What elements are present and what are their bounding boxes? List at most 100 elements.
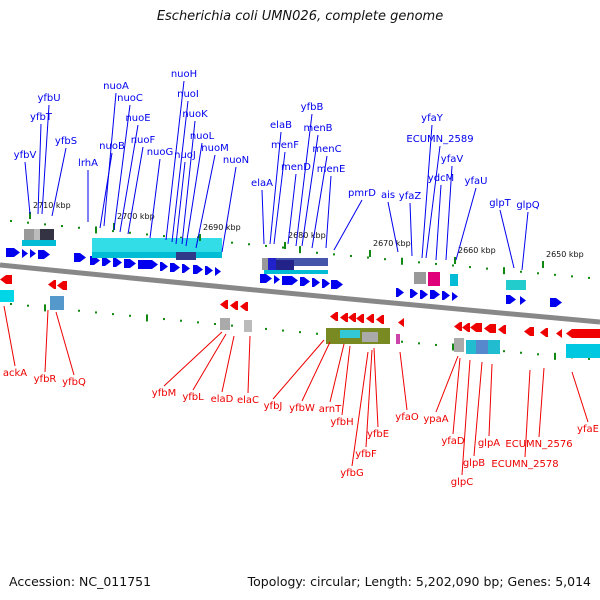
reverse-label-leader bbox=[473, 361, 483, 457]
forward-gene-arrow bbox=[170, 263, 180, 272]
tick-mark bbox=[554, 273, 556, 276]
forward-label-leader bbox=[521, 211, 529, 271]
forward-gene-arrow bbox=[30, 249, 36, 258]
forward-gene-arrow bbox=[322, 279, 330, 288]
forward-gene-label: nuoH bbox=[171, 69, 197, 80]
feature-box bbox=[396, 334, 400, 344]
forward-label-leader bbox=[41, 104, 50, 215]
forward-gene-arrow bbox=[38, 250, 50, 259]
forward-gene-arrow bbox=[205, 266, 213, 275]
forward-gene-arrow bbox=[160, 262, 168, 271]
forward-label-leader bbox=[103, 92, 117, 227]
tick-mark bbox=[571, 275, 573, 278]
forward-label-leader bbox=[221, 166, 237, 253]
tick-mark bbox=[537, 353, 539, 356]
tick-mark bbox=[95, 311, 97, 314]
feature-box bbox=[566, 344, 600, 358]
tick-mark bbox=[316, 332, 318, 335]
forward-gene-label: nuoL bbox=[190, 131, 215, 142]
tick-mark bbox=[129, 314, 131, 317]
reverse-gene-arrow bbox=[566, 329, 600, 338]
forward-gene-label: nuoC bbox=[117, 93, 143, 104]
forward-label-leader bbox=[333, 199, 363, 251]
tick-mark bbox=[452, 264, 454, 267]
reverse-label-leader bbox=[329, 343, 345, 403]
forward-label-leader bbox=[119, 124, 139, 233]
scale-tick bbox=[542, 261, 544, 268]
forward-gene-arrow bbox=[124, 259, 136, 268]
feature-box bbox=[50, 296, 64, 310]
reverse-label-leader bbox=[351, 351, 369, 467]
tick-mark bbox=[180, 319, 182, 322]
feature-box bbox=[92, 238, 222, 252]
scale-label: 2710 kbp bbox=[33, 201, 71, 210]
reverse-label-leader bbox=[461, 359, 471, 476]
reverse-gene-arrow bbox=[556, 329, 562, 338]
reverse-gene-label: yfaE bbox=[577, 424, 599, 435]
tick-mark bbox=[588, 357, 590, 360]
forward-gene-arrow bbox=[90, 256, 100, 265]
forward-gene-arrow bbox=[300, 277, 310, 286]
reverse-gene-label: ypaA bbox=[423, 414, 448, 425]
feature-box bbox=[262, 258, 328, 266]
feature-box bbox=[22, 240, 56, 246]
tick-mark bbox=[27, 221, 29, 224]
feature-box bbox=[176, 252, 196, 260]
tick-mark bbox=[265, 244, 267, 247]
reverse-gene-arrow bbox=[366, 314, 374, 323]
reverse-gene-arrow bbox=[462, 323, 470, 332]
reverse-gene-label: glpB bbox=[463, 458, 485, 469]
map-title: Escherichia coli UMN026, complete genome bbox=[156, 9, 444, 24]
scale-tick bbox=[29, 212, 31, 219]
forward-label-leader bbox=[325, 175, 332, 249]
forward-gene-arrow bbox=[312, 278, 320, 287]
forward-gene-label: nuoA bbox=[103, 81, 129, 92]
reverse-label-leader bbox=[192, 333, 227, 391]
forward-label-leader bbox=[24, 161, 31, 215]
forward-gene-arrow bbox=[282, 276, 298, 285]
tick-mark bbox=[163, 235, 165, 238]
tick-mark bbox=[418, 342, 420, 345]
tick-mark bbox=[520, 351, 522, 354]
reverse-gene-arrow bbox=[484, 324, 496, 333]
tick-mark bbox=[95, 226, 97, 234]
forward-gene-label: yfaZ bbox=[399, 191, 422, 202]
genome-summary: Topology: circular; Length: 5,202,090 bp… bbox=[247, 574, 591, 589]
tick-mark bbox=[265, 327, 267, 330]
scale-label: 2660 kbp bbox=[458, 246, 496, 255]
reverse-gene-label: yfbG bbox=[340, 468, 364, 479]
forward-label-leader bbox=[273, 151, 286, 245]
forward-gene-label: glpT bbox=[489, 198, 511, 209]
reverse-gene-label: yfaO bbox=[395, 412, 419, 423]
tick-mark bbox=[44, 304, 46, 312]
forward-gene-arrow bbox=[410, 289, 418, 298]
forward-gene-arrow bbox=[113, 258, 122, 267]
reverse-label-leader bbox=[538, 367, 545, 438]
reverse-label-leader bbox=[55, 311, 75, 376]
forward-gene-label: nuoN bbox=[223, 155, 249, 166]
tick-mark bbox=[197, 321, 199, 324]
reverse-gene-label: elaD bbox=[211, 394, 234, 405]
reverse-label-leader bbox=[44, 309, 49, 373]
forward-label-leader bbox=[51, 147, 67, 217]
tick-mark bbox=[180, 236, 182, 239]
tick-mark bbox=[146, 314, 148, 322]
tick-mark bbox=[299, 246, 301, 254]
reverse-gene-arrow bbox=[340, 313, 348, 322]
tick-mark bbox=[486, 267, 488, 270]
tick-mark bbox=[78, 309, 80, 312]
feature-box bbox=[24, 229, 34, 241]
forward-gene-label: nuoJ bbox=[174, 150, 196, 161]
tick-mark bbox=[27, 304, 29, 307]
reverse-gene-arrow bbox=[48, 280, 56, 289]
forward-gene-arrow bbox=[6, 248, 20, 257]
scale-label: 2690 kbp bbox=[203, 223, 241, 232]
reverse-label-leader bbox=[524, 369, 531, 458]
forward-label-leader bbox=[455, 187, 477, 261]
reverse-gene-label: yfbQ bbox=[62, 377, 86, 388]
reverse-gene-arrow bbox=[356, 314, 364, 323]
feature-box bbox=[40, 229, 54, 241]
forward-gene-label: elaB bbox=[270, 120, 292, 131]
tick-mark bbox=[537, 272, 539, 275]
scale-label: 2680 kbp bbox=[288, 231, 326, 240]
